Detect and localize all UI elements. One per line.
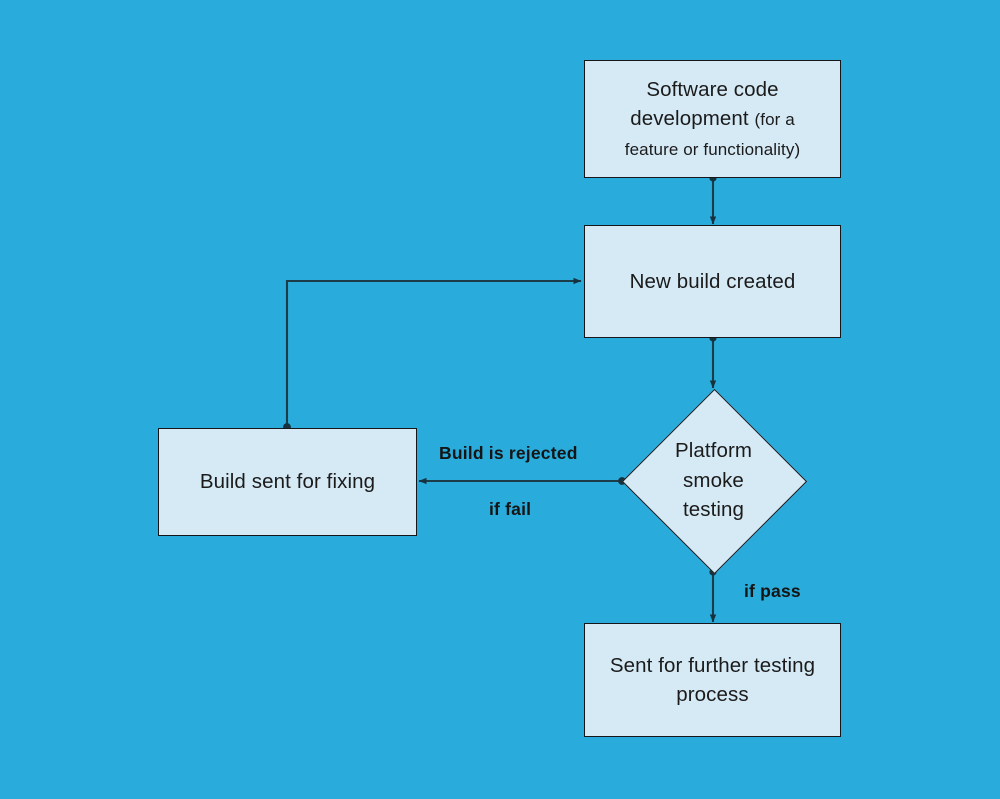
edge-label-if-pass: if pass	[744, 581, 801, 601]
node-smoke-line2: smoke	[683, 468, 744, 492]
edge-label-if-fail: if fail	[489, 499, 532, 519]
node-build-sent-for-fixing[interactable]: Build sent for fixing	[158, 428, 417, 536]
node-software-code-development[interactable]: Software code development (for a feature o…	[584, 60, 841, 178]
node-development-sub1: (for a	[754, 110, 795, 130]
node-label: New build created	[629, 269, 796, 293]
node-further-line1: Sent for further testing	[609, 653, 816, 677]
node-development-line2: development	[630, 107, 755, 131]
edge-smoke-testing-to-further-testing	[709, 568, 717, 623]
edge-build-fixing-to-new-build	[283, 277, 582, 431]
node-development-sub2: feature or functionality)	[624, 139, 801, 159]
edge-development-to-new-build	[709, 174, 717, 225]
node-development-line1: Software code	[646, 78, 779, 102]
node-label: Build sent for fixing	[199, 470, 376, 494]
node-label: Sent for further testing process	[600, 651, 825, 709]
node-new-build-created[interactable]: New build created	[584, 225, 841, 338]
node-smoke-line3: testing	[682, 498, 745, 522]
node-smoke-line1: Platform	[674, 438, 753, 462]
edge-new-build-to-smoke-testing	[709, 334, 717, 389]
node-label: Platform smoke testing	[665, 436, 762, 525]
node-sent-for-further-testing[interactable]: Sent for further testing process	[584, 623, 841, 737]
node-label: Software code development (for a feature o…	[615, 75, 810, 162]
node-further-line2: process	[676, 683, 749, 706]
node-platform-smoke-testing[interactable]: Platform smoke testing	[621, 388, 808, 575]
edge-smoke-testing-to-build-fixing	[418, 477, 626, 485]
edge-label-build-is-rejected: Build is rejected	[439, 443, 578, 463]
